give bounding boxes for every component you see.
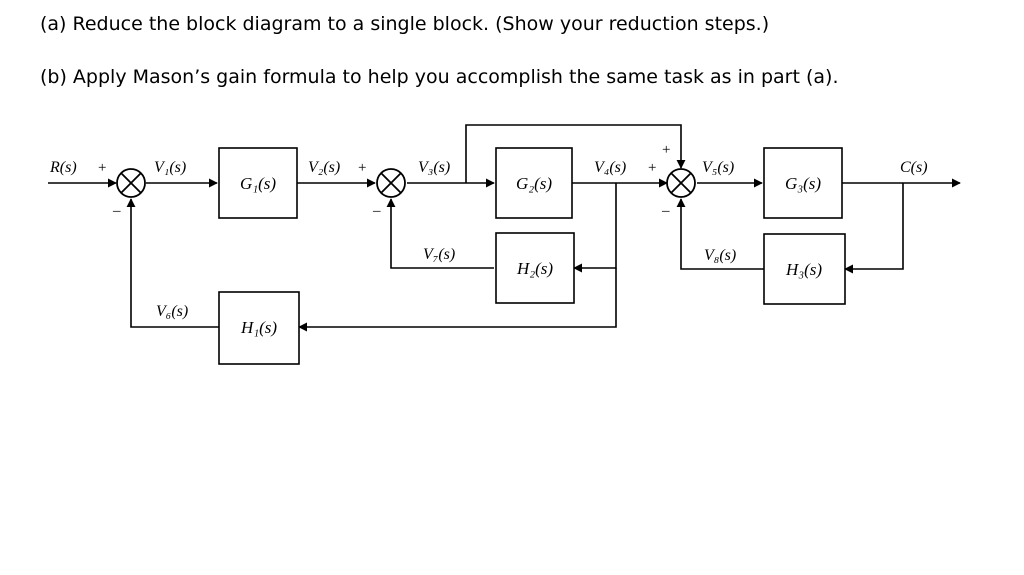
signal-v2-label: V₂(s) [308, 159, 340, 176]
block-h2-label: H₂(s) [516, 259, 553, 278]
sj1-plus-sign: + [98, 160, 106, 176]
sj3-plus-left-sign: + [648, 160, 656, 176]
question-b: (b) Apply Mason’s gain formula to help y… [40, 66, 839, 88]
block-g3-label: G₃(s) [785, 174, 821, 193]
summing-junction-1 [116, 168, 146, 198]
wire-feedforward [465, 124, 686, 183]
block-h3-label: H₃(s) [785, 260, 822, 279]
block-g2-label: G₂(s) [516, 174, 552, 193]
wire-to-h3 [844, 183, 904, 274]
block-g1 [218, 147, 298, 219]
sj3-minus-sign: – [661, 203, 670, 219]
wire-v7 [386, 198, 494, 269]
block-g1-label: G₁(s) [240, 174, 276, 193]
signal-v1-label: V₁(s) [154, 159, 186, 176]
signal-v5-label: V₅(s) [702, 159, 734, 176]
block-h2 [495, 232, 575, 304]
block-h1-label: H₁(s) [240, 318, 277, 337]
question-a: (a) Reduce the block diagram to a single… [40, 13, 770, 35]
sj3-plus-top-sign: + [662, 142, 670, 158]
wire-to-h2 [573, 183, 617, 273]
signal-v3-label: V₃(s) [418, 159, 450, 176]
sj1-minus-sign: – [112, 203, 121, 219]
signal-v7-label: V₇(s) [423, 246, 455, 263]
summing-junction-3 [666, 168, 696, 198]
sj2-plus-sign: + [358, 160, 366, 176]
block-g2 [495, 147, 573, 219]
signal-output-label: C(s) [900, 159, 928, 176]
wire-v6 [126, 198, 219, 328]
sj2-minus-sign: – [372, 203, 381, 219]
wire-to-h1 [298, 268, 617, 332]
block-g3 [763, 147, 843, 219]
block-h3 [763, 233, 846, 305]
wire-v8 [676, 198, 764, 270]
summing-junction-2 [376, 168, 406, 198]
signal-v6-label: V₆(s) [156, 303, 188, 320]
signal-v4-label: V₄(s) [594, 159, 626, 176]
block-h1 [218, 291, 300, 365]
signal-v8-label: V₈(s) [704, 247, 736, 264]
signal-input-label: R(s) [49, 159, 77, 176]
